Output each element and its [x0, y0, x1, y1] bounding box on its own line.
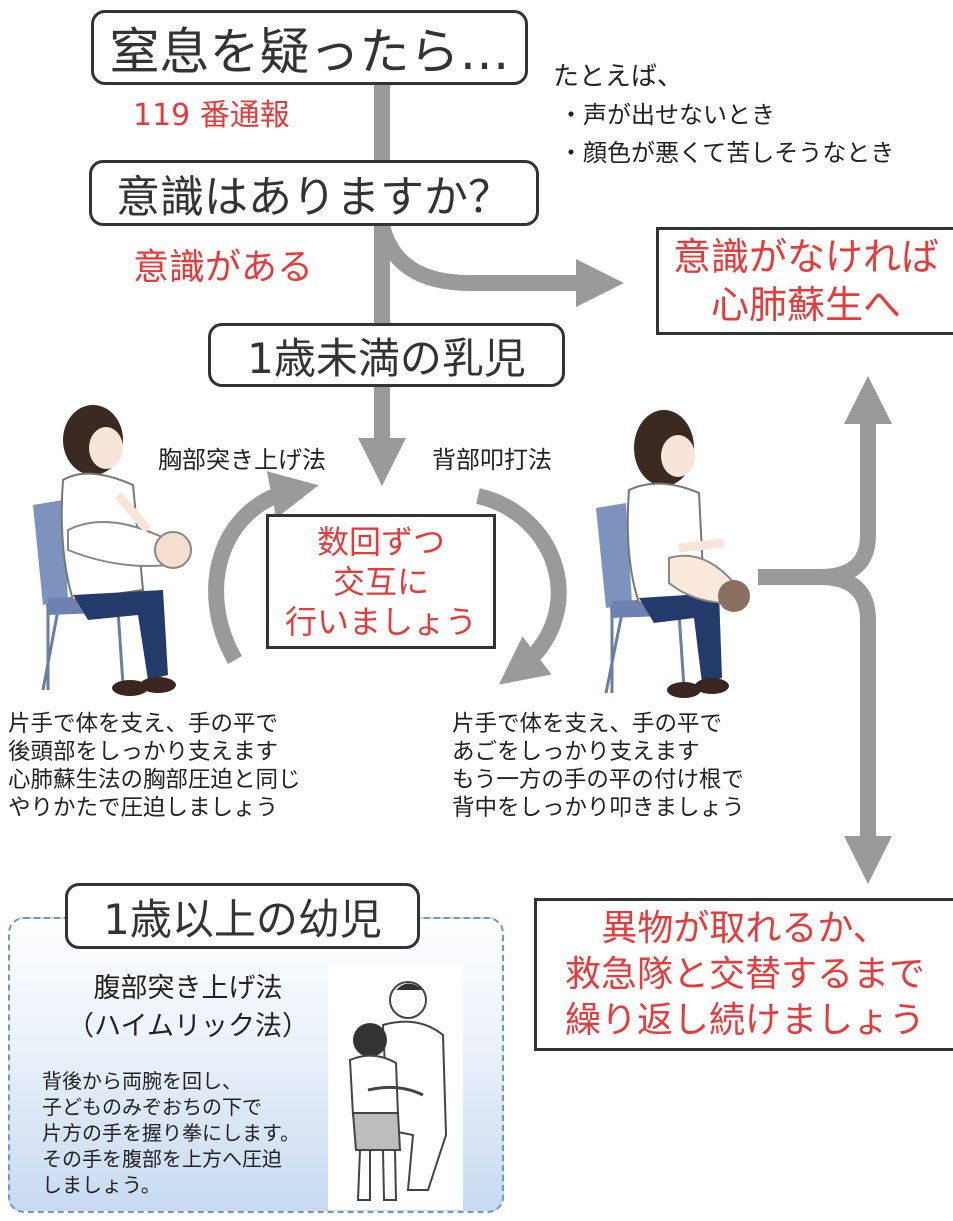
- example-notes: たとえば、 ・声が出せないとき ・顔色が悪くて苦しそうなとき: [553, 58, 894, 172]
- branch-arrows: [758, 376, 892, 884]
- heimlich-desc-line: その手を腹部を上方へ圧迫: [42, 1147, 282, 1171]
- repeat-line1: 異物が取れるか、: [601, 907, 889, 949]
- heimlich-desc-line: 片方の手を握り拳にします。: [42, 1121, 300, 1145]
- back-blow-label: 背部叩打法: [432, 446, 552, 474]
- heimlich-label: 腹部突き上げ法 （ハイムリック法）: [58, 970, 318, 1046]
- heimlich-desc-line: 子どものみぞおちの下で: [42, 1095, 262, 1119]
- child-title: 1歳以上の幼児: [103, 894, 382, 944]
- infant-title-box: 1歳未満の乳児: [208, 323, 565, 387]
- back-desc-line: あごをしっかり支えます: [452, 739, 700, 765]
- conscious-yes-label: 意識がある: [133, 247, 314, 288]
- unconscious-line2: 心肺蘇生へ: [710, 283, 901, 327]
- chest-desc-line: 片手で体を支え、手の平で: [8, 711, 279, 737]
- heimlich-line2: （ハイムリック法）: [67, 1011, 309, 1042]
- back-desc-line: もう一方の手の平の付け根で: [452, 767, 744, 793]
- chest-desc-line: 後頭部をしっかり支えます: [8, 739, 279, 765]
- cycle-arrows: [208, 471, 567, 685]
- back-desc-line: 片手で体を支え、手の平で: [452, 711, 723, 737]
- heimlich-description: 背後から両腕を回し、 子どものみぞおちの下で 片方の手を握り拳にします。 その手…: [42, 1068, 300, 1198]
- example-intro: たとえば、: [553, 62, 684, 92]
- consciousness-box: 意識はありますか？: [89, 160, 539, 226]
- back-desc-line: 背中をしっかり叩きましょう: [452, 795, 745, 821]
- back-blow-description: 片手で体を支え、手の平で あごをしっかり支えます もう一方の手の平の付け根で 背…: [452, 710, 745, 822]
- alternate-line3: 行いましょう: [284, 602, 477, 641]
- heimlich-desc-line: 背後から両腕を回し、: [42, 1069, 242, 1093]
- suspect-choking-title: 窒息を疑ったら…: [109, 22, 510, 81]
- chest-desc-line: やりかたで圧迫しましょう: [8, 795, 279, 821]
- call-119-label: 119 番通報: [133, 98, 290, 133]
- consciousness-title: 意識はありますか？: [116, 172, 512, 223]
- heimlich-illustration: [328, 965, 463, 1210]
- chest-thrust-description: 片手で体を支え、手の平で 後頭部をしっかり支えます 心肺蘇生法の胸部圧迫と同じ …: [8, 710, 301, 822]
- repeat-line2: 救急隊と交替するまで: [564, 953, 925, 995]
- alternate-line1: 数回ずつ: [316, 522, 445, 561]
- back-blow-illustration: [596, 410, 750, 698]
- infant-title: 1歳未満の乳児: [247, 333, 526, 383]
- chest-desc-line: 心肺蘇生法の胸部圧迫と同じ: [8, 767, 301, 793]
- chest-thrust-illustration: [33, 405, 192, 696]
- chest-thrust-label: 胸部突き上げ法: [158, 446, 326, 474]
- repeat-line3: 繰り返し続けましょう: [564, 999, 925, 1041]
- example-item-voice: ・声が出せないとき: [559, 101, 775, 129]
- repeat-until-box: 異物が取れるか、 救急隊と交替するまで 繰り返し続けましょう: [534, 898, 953, 1051]
- heimlich-line1: 腹部突き上げ法: [93, 973, 283, 1004]
- suspect-choking-box: 窒息を疑ったら…: [91, 10, 528, 85]
- unconscious-cpr-box: 意識がなければ 心肺蘇生へ: [656, 227, 953, 335]
- example-item-color: ・顔色が悪くて苦しそうなとき: [559, 139, 895, 167]
- child-title-box: 1歳以上の幼児: [65, 883, 420, 949]
- heimlich-desc-line: しましょう。: [42, 1173, 161, 1197]
- unconscious-line1: 意識がなければ: [672, 235, 939, 279]
- alternate-line2: 交互に: [332, 562, 429, 601]
- alternate-box: 数回ずつ 交互に 行いましょう: [266, 514, 496, 649]
- main-flow-arrow: [358, 60, 624, 486]
